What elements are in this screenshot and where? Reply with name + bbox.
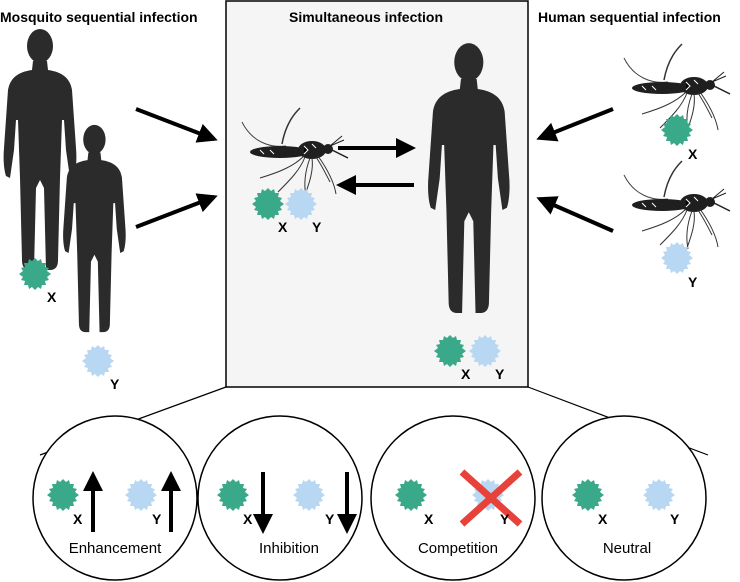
outcome-label-enhancement: Enhancement <box>68 540 162 557</box>
virus-y-right <box>661 242 693 274</box>
label-y-left: Y <box>110 376 120 392</box>
label-y-neutral: Y <box>670 511 680 527</box>
title-mosquito-sequential: Mosquito sequential infection <box>0 9 198 25</box>
label-y-competition: Y <box>500 511 510 527</box>
label-x-inhibition: X <box>243 511 253 527</box>
circle-neutral <box>541 415 707 581</box>
mosquito-right-bottom <box>623 160 731 252</box>
virus-x-right <box>661 114 693 146</box>
label-x-competition: X <box>424 511 434 527</box>
outcome-label-neutral: Neutral <box>602 540 652 557</box>
label-x-neutral: X <box>598 511 608 527</box>
arrow-left-top <box>135 107 218 143</box>
outcome-label-inhibition: Inhibition <box>258 540 320 557</box>
label-x-center: X <box>278 219 288 235</box>
title-simultaneous: Simultaneous infection <box>289 9 444 25</box>
label-x-left: X <box>47 289 57 305</box>
virus-y-left <box>82 345 114 377</box>
circle-enhancement <box>32 415 198 581</box>
label-y-right: Y <box>688 274 698 290</box>
circle-competition <box>370 415 536 581</box>
label-x-enhancement: X <box>73 511 83 527</box>
label-y-inhibition: Y <box>325 511 335 527</box>
arrow-right-top <box>536 107 614 142</box>
label-y-center: Y <box>312 219 322 235</box>
title-human-sequential: Human sequential infection <box>538 9 721 25</box>
label-y-human: Y <box>495 366 505 382</box>
arrow-right-bottom <box>536 196 614 233</box>
circle-inhibition <box>197 415 363 581</box>
label-x-right: X <box>688 146 698 162</box>
label-y-enhancement: Y <box>152 511 162 527</box>
cross-stroke-b <box>459 469 523 527</box>
label-x-human: X <box>461 366 471 382</box>
arrow-left-bottom <box>135 193 218 229</box>
outcome-label-competition: Competition <box>417 540 499 557</box>
